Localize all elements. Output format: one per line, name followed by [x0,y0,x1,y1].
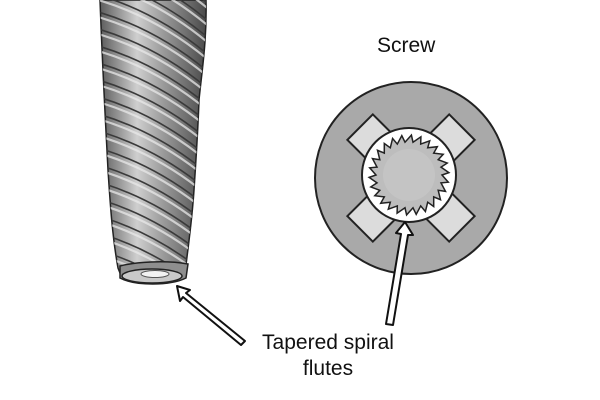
flute-highlight [100,65,207,132]
flute-highlight [100,0,207,64]
flute-line [95,300,212,364]
flute-highlight [100,0,207,47]
flute-highlight [95,288,212,352]
pointer-arrow-icon [176,285,246,346]
caption-line-1: Tapered spiral [262,331,394,354]
caption-label: Tapered spiral flutes [243,330,413,382]
flute-line [95,283,212,347]
flute-highlight [100,48,207,115]
flute-highlight [100,0,207,30]
flute-line [100,27,207,93]
flute-highlight [95,322,212,386]
flute-highlight [100,14,207,81]
flute-line [100,0,207,59]
screw-label: Screw [377,34,436,57]
flute-highlight [100,0,207,13]
flute-line [95,317,212,381]
flute-highlight [95,305,212,369]
caption-line-2: flutes [302,357,354,380]
screw-head-icon [314,81,508,275]
flute-line [100,0,207,42]
flute-line [100,61,207,127]
screw-extractor-bit-icon [95,0,212,386]
pointer-arrow-icon [385,221,414,326]
flute-line [100,44,207,110]
flute-highlight [100,31,207,98]
flute-line [100,10,207,76]
flute-line [100,0,207,25]
